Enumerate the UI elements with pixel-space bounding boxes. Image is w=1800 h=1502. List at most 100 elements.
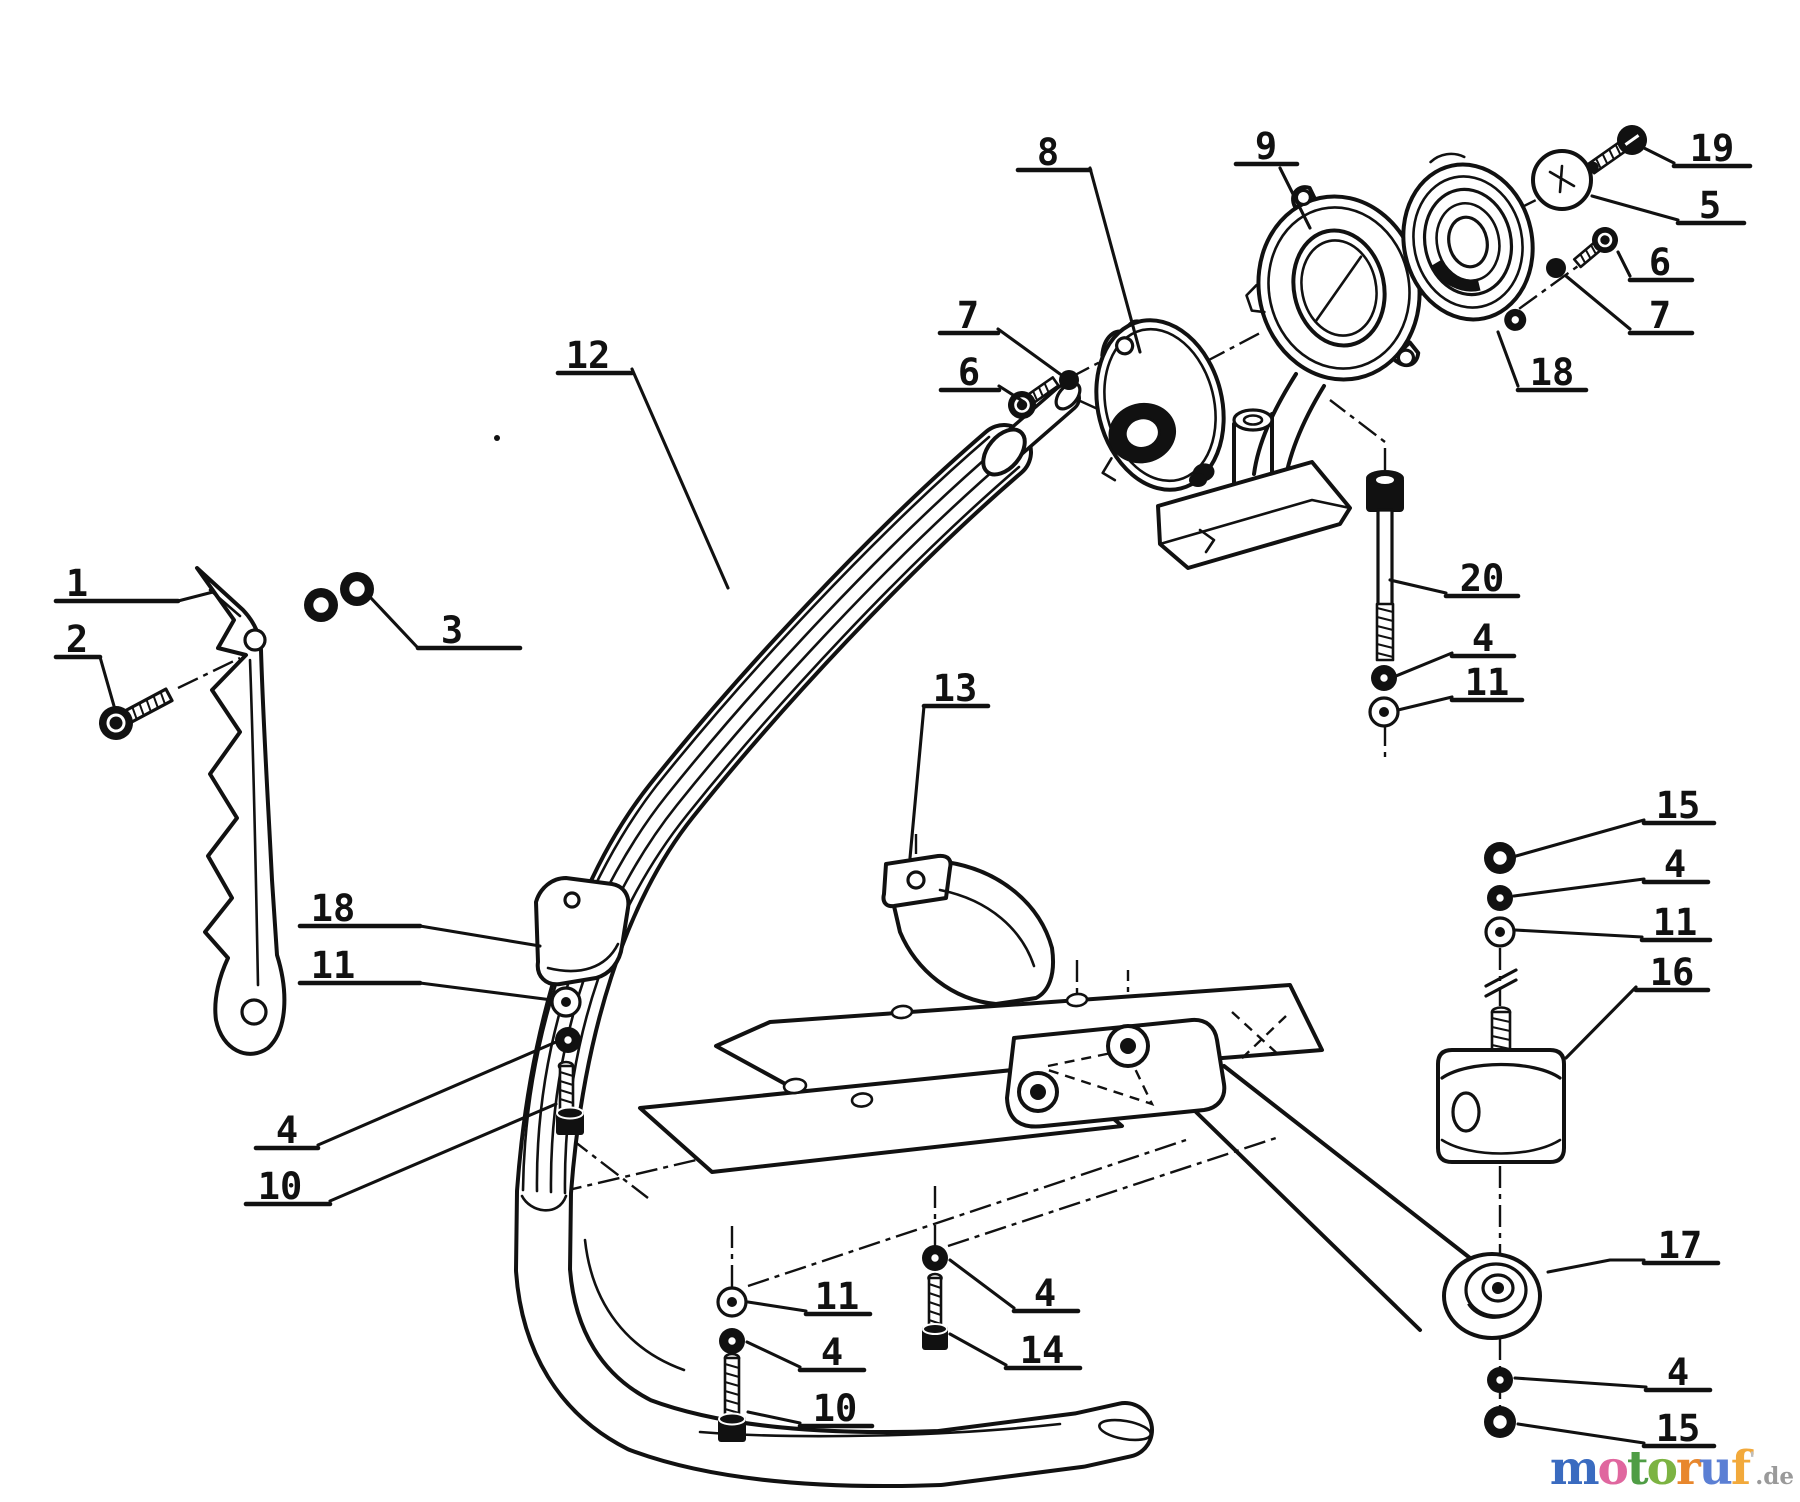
part-number-label: 4 [1664,843,1686,886]
part-number-label: 20 [1460,557,1505,600]
part-number-label: 9 [1255,125,1277,168]
part-number-label: 13 [933,667,978,710]
fastener-column-bottom-left [716,1286,748,1442]
label-leader-line [908,704,926,860]
clamp-housing-9 [1245,185,1422,382]
clutch-cover [1094,318,1226,492]
label-leader-line [997,384,1026,404]
part-number-label: 4 [276,1109,298,1152]
part-number-label: 19 [1690,127,1735,170]
fastener-column-bottom-mid [922,1245,948,1350]
part-number-label: 16 [1650,951,1695,994]
logo-trademark-tick: ' [1749,1447,1756,1471]
motoruf-logo: motoruf'.de [1550,1441,1794,1496]
label-leader-line [948,1258,1016,1310]
label-leader-line [1513,1376,1648,1389]
saddle-piece-18 [534,876,631,987]
bracket-end-boss [1442,1252,1542,1340]
label-leader-line [1394,651,1454,678]
label-leader-line [328,1102,558,1203]
part-number-label: 10 [258,1165,303,1208]
label-leader-line [418,981,554,1002]
socket-screw-2 [99,687,174,740]
part-number-label: 12 [566,334,611,377]
spike-bumper [195,566,287,1056]
label-leader-line [368,595,420,650]
label-leader-line [418,924,542,948]
part-number-label: 3 [441,609,463,652]
part-number-label: 11 [1653,901,1698,944]
logo-letter: m [1549,1441,1600,1496]
handle-clamp-13 [881,853,1055,1006]
part-number-label: 18 [1530,351,1575,394]
part-number-label: 4 [1034,1272,1056,1315]
part-number-label: 15 [1656,784,1701,827]
part-number-label: 7 [1649,294,1671,337]
label-leader-line [1496,330,1520,388]
part-number-label: 11 [1465,661,1510,704]
logo-letter: o [1597,1441,1629,1496]
label-leader-line [1564,274,1632,331]
fastener-column-left [550,986,584,1135]
part-number-label: 18 [311,887,356,930]
part-number-label: 17 [1658,1224,1703,1267]
part-number-label: 6 [958,351,980,394]
logo-letter: o [1646,1441,1678,1496]
part-number-label: 4 [821,1331,843,1374]
part-number-label: 6 [1649,241,1671,284]
label-leader-line [176,590,215,603]
label-leader-line [1564,985,1638,1060]
screw-6-right [1572,227,1618,269]
part-number-label: 15 [1656,1407,1701,1450]
part-number-label: 5 [1699,184,1721,227]
label-leader-line [1546,1258,1646,1274]
label-leader-line [1514,818,1646,858]
bolt-20-assembly [1366,470,1404,728]
bearing [1401,152,1535,331]
hex-nut-3a [304,588,338,622]
mounting-plate-lower [638,1064,1124,1174]
logo-domain-suffix: .de [1755,1463,1794,1490]
logo-letter: f [1730,1441,1751,1496]
label-leader-line [630,367,730,590]
label-leader-line [996,327,1062,376]
label-leader-line [1512,877,1646,898]
tubular-handle [514,381,1154,1489]
support-bracket [1005,1017,1542,1340]
label-leader-line [1513,928,1644,939]
label-leader-line [1616,250,1632,278]
nut-7-right [1546,258,1566,278]
label-leader-line [1590,194,1680,222]
tube-end-face [1098,1418,1152,1442]
rubber-mount-16 [1436,1006,1566,1164]
label-leader-line [948,1332,1008,1367]
label-leader-line [98,655,116,708]
washer-disc-5 [1531,149,1593,211]
label-leader-line [316,1040,558,1147]
part-number-label: 4 [1472,617,1494,660]
part-number-label: 4 [1667,1351,1689,1394]
logo-letter: t [1626,1441,1649,1496]
grip-end-cap [520,1194,568,1212]
label-leader-line [1088,166,1142,354]
label-leader-line [746,1300,808,1313]
axis-break-marks [1484,968,1518,998]
label-leader-line [1642,146,1676,165]
gearbox-base [1156,372,1352,570]
part-number-label: 14 [1020,1329,1065,1372]
part-number-label: 1 [66,562,88,605]
label-leader-line [1516,1422,1646,1445]
logo-letter: r [1675,1441,1701,1496]
stray-ink-dot [494,435,500,441]
nut-7-left [1059,370,1079,390]
label-leader-line [1388,578,1448,595]
part-number-label: 2 [66,618,88,661]
grip-collar [981,427,1027,477]
label-leader-line [746,1410,802,1425]
fastener-column-right [1484,842,1518,998]
construction-axis-lines [177,194,1601,1416]
logo-letter: u [1698,1441,1733,1496]
part-number-label: 10 [813,1387,858,1430]
